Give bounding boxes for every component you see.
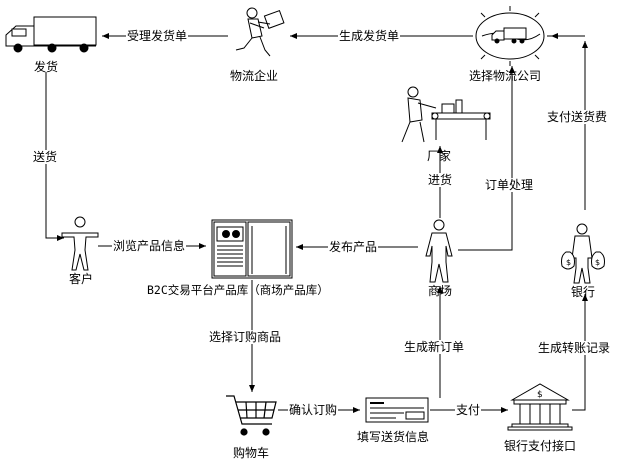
- factory-worker-icon: [401, 86, 491, 143]
- cheque-icon: [365, 397, 429, 423]
- edge-label-stock-in: 进货: [427, 173, 454, 187]
- node-label-select-logistics: 选择物流公司: [469, 69, 542, 83]
- edge-label-generate-new-order: 生成新订单: [403, 340, 466, 354]
- shopping-cart-icon: [226, 395, 277, 436]
- person-icon: [61, 216, 99, 271]
- node-label-mall: 商场: [428, 284, 453, 298]
- edge-deliver: [45, 72, 64, 241]
- node-label-bank: 银行: [571, 285, 596, 299]
- bank-building-icon: $: [507, 383, 573, 431]
- node-label-customer: 客户: [69, 272, 94, 286]
- svg-text:$: $: [566, 258, 571, 267]
- edge-label-generate-invoice: 生成发货单: [338, 29, 401, 43]
- node-label-shipping: 发货: [34, 60, 59, 74]
- edge-generate-transfer-record: [572, 294, 588, 411]
- node-label-bank-payment-interface: 银行支付接口: [504, 439, 577, 453]
- edge-label-publish-product: 发布产品: [328, 240, 379, 254]
- edge-label-deliver: 送货: [32, 150, 59, 164]
- node-label-platform-library: B2C交易平台产品库（商场产品库）: [147, 283, 329, 297]
- server-icon: [211, 219, 293, 279]
- edge-label-browse-product-info: 浏览产品信息: [112, 239, 187, 253]
- person-icon: [425, 219, 453, 283]
- edge-label-pay: 支付: [455, 403, 482, 417]
- banker-with-money-bags-icon: $ $: [561, 223, 605, 284]
- svg-text:$: $: [595, 258, 600, 267]
- courier-person-icon: [235, 7, 285, 57]
- node-label-cart: 购物车: [233, 446, 270, 460]
- edge-label-confirm-order: 确认订购: [288, 403, 339, 417]
- edge-label-pay-shipping-fee: 支付送货费: [546, 110, 609, 124]
- node-label-fill-delivery-info: 填写送货信息: [357, 430, 430, 444]
- truck-icon: [5, 16, 97, 53]
- edge-label-select-order-goods: 选择订购商品: [208, 330, 283, 344]
- node-label-factory: 厂家: [427, 149, 452, 163]
- edge-label-accept-invoice: 受理发货单: [126, 29, 189, 43]
- node-label-logistics-company: 物流企业: [230, 69, 279, 83]
- edge-label-order-processing: 订单处理: [484, 178, 535, 192]
- globe-truck-icon: [468, 6, 552, 66]
- svg-text:$: $: [537, 390, 543, 400]
- edge-order-processing: [458, 66, 515, 251]
- edge-label-generate-transfer-record: 生成转账记录: [537, 341, 612, 355]
